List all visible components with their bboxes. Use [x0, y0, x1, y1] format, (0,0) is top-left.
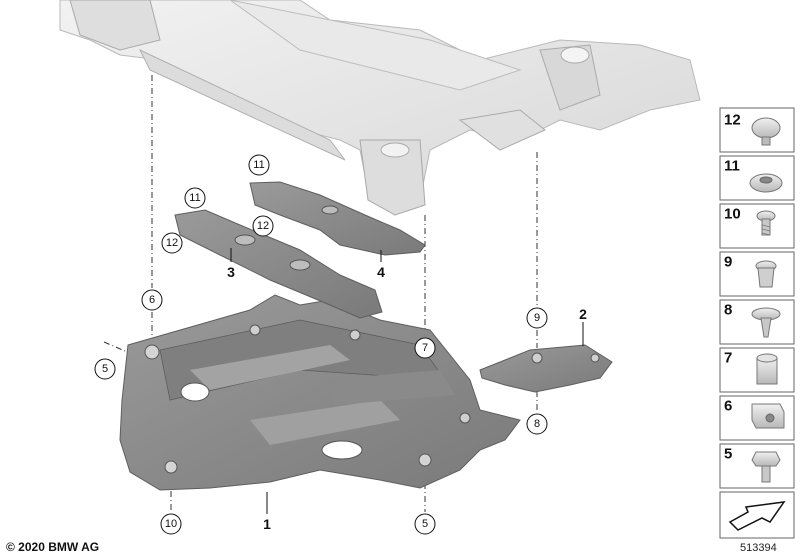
- legend-item-5: 5: [719, 443, 795, 489]
- callout-6: 6: [141, 289, 163, 311]
- copyright-text: © 2020 BMW AG: [6, 540, 100, 554]
- direction-arrow-icon: [728, 501, 786, 531]
- part-label-1: 1: [263, 516, 271, 532]
- clip-nut-icon: [755, 260, 777, 288]
- underbody-shield-part-1: [119, 294, 521, 491]
- legend-item-10: 10: [719, 203, 795, 249]
- part-label-2: 2: [579, 306, 587, 322]
- legend-item-6: 6: [719, 395, 795, 441]
- expanding-rivet-icon: [751, 117, 781, 146]
- callout-10: 10: [160, 513, 182, 535]
- part-label-3: 3: [227, 264, 235, 280]
- callout-9: 9: [526, 307, 548, 329]
- callout-12-part-3: 12: [161, 232, 183, 254]
- legend-item-9: 9: [719, 251, 795, 297]
- callout-text: 6: [149, 294, 155, 306]
- callout-8: 8: [526, 413, 548, 435]
- callout-text: 9: [534, 312, 540, 324]
- legend-number: 8: [724, 302, 732, 319]
- callout-text: 8: [534, 418, 540, 430]
- legend-item-7: 7: [719, 347, 795, 393]
- legend-item-8: 8: [719, 299, 795, 345]
- shield-part-4: [249, 181, 426, 256]
- callout-text: 7: [422, 342, 428, 354]
- sleeve-icon: [756, 353, 778, 385]
- part-labels: 1 2 3 4: [227, 248, 587, 532]
- collar-screw-icon: [751, 307, 781, 338]
- screw-icon: [756, 210, 776, 236]
- legend-number: 12: [724, 112, 741, 129]
- callout-5-left: 5: [94, 358, 116, 380]
- legend-item-11: 11: [719, 155, 795, 201]
- callout-text: 12: [257, 220, 269, 232]
- shield-part-2: [479, 344, 613, 393]
- callout-text: 10: [165, 518, 177, 530]
- callout-7: 7: [414, 337, 436, 359]
- callout-markers: 11 12 11 12 6 5 7 9: [94, 154, 548, 535]
- callout-12-part-4: 12: [252, 215, 274, 237]
- spring-clip-icon: [751, 403, 785, 429]
- shield-part-3: [174, 209, 383, 319]
- callout-5-bottom: 5: [414, 513, 436, 535]
- legend-number: 6: [724, 398, 732, 415]
- callout-11-part-4: 11: [248, 154, 270, 176]
- washer-icon: [749, 173, 783, 193]
- front-axle-carrier: [59, 0, 701, 216]
- legend-arrow-panel: [719, 491, 795, 539]
- legend-number: 11: [724, 158, 740, 175]
- callout-text: 11: [253, 159, 264, 171]
- callout-text: 11: [189, 192, 200, 204]
- hex-bolt-icon: [751, 451, 781, 483]
- legend-number: 5: [724, 446, 732, 463]
- legend-number: 10: [724, 206, 741, 223]
- callout-text: 5: [422, 518, 428, 530]
- callout-text: 5: [102, 363, 108, 375]
- legend-number: 9: [724, 254, 732, 271]
- callout-text: 12: [166, 237, 178, 249]
- fastener-legend: 12 11 10 9: [719, 107, 795, 539]
- part-label-4: 4: [377, 264, 385, 280]
- diagram-number: 513394: [740, 542, 777, 554]
- legend-number: 7: [724, 350, 732, 367]
- callout-11-part-3: 11: [184, 187, 206, 209]
- legend-item-12: 12: [719, 107, 795, 153]
